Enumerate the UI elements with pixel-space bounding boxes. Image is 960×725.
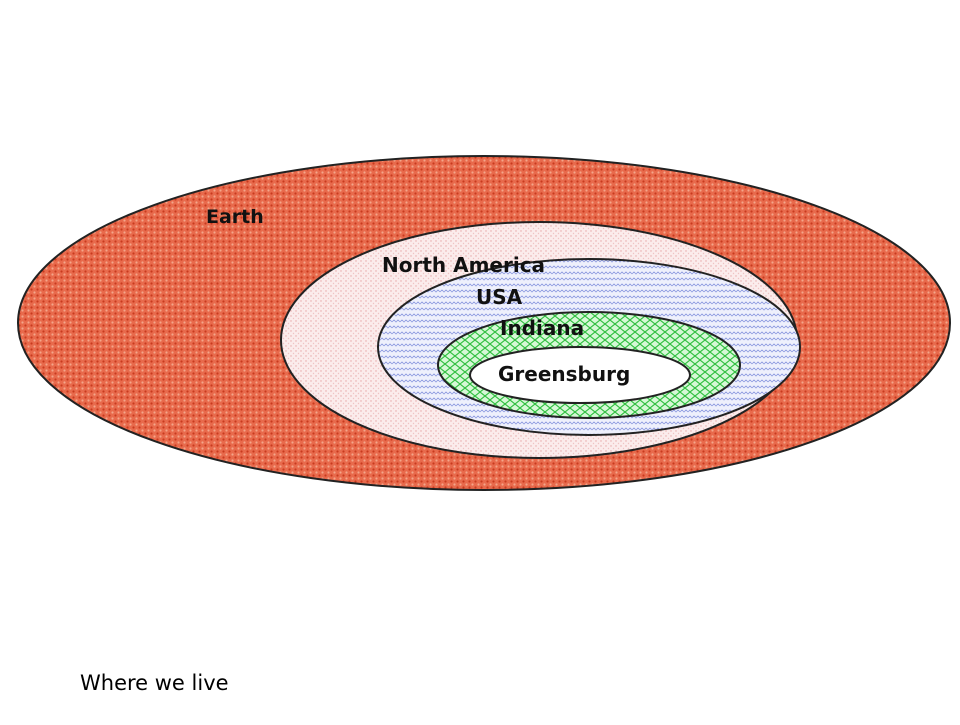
- indiana-label: Indiana: [500, 316, 584, 340]
- caption: Where we live: [80, 671, 229, 695]
- greensburg-region: [469, 346, 691, 404]
- usa-label: USA: [476, 285, 523, 309]
- north-america-label: North America: [382, 253, 545, 277]
- greensburg-label: Greensburg: [498, 362, 630, 386]
- earth-label: Earth: [206, 206, 264, 228]
